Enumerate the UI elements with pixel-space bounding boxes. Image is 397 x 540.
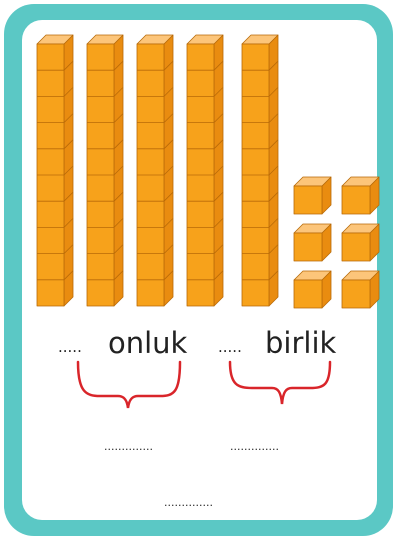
ten-rod	[187, 35, 223, 306]
tens-blank[interactable]: .....	[58, 338, 82, 356]
unit-cube-front	[294, 233, 322, 261]
unit-cube	[294, 271, 331, 308]
total-answer-blank[interactable]: ..............	[164, 496, 213, 509]
tens-label: onluk	[108, 326, 187, 360]
unit-cube-front	[294, 186, 322, 214]
ones-answer-blank[interactable]: ..............	[230, 440, 279, 453]
unit-cube	[342, 177, 379, 214]
unit-cube-front	[294, 280, 322, 308]
unit-cube	[294, 224, 331, 261]
ten-rod	[37, 35, 73, 306]
unit-cube	[294, 177, 331, 214]
tens-answer-blank[interactable]: ..............	[104, 440, 153, 453]
ones-label: birlik	[265, 326, 336, 360]
unit-cube	[342, 224, 379, 261]
unit-cube-front	[342, 233, 370, 261]
ten-rod	[242, 35, 278, 306]
unit-cube-front	[342, 280, 370, 308]
unit-cube	[342, 271, 379, 308]
unit-cube-front	[342, 186, 370, 214]
ones-blank[interactable]: .....	[218, 338, 242, 356]
ten-rod	[137, 35, 173, 306]
ten-rod	[87, 35, 123, 306]
ten-rods-group	[37, 35, 278, 306]
